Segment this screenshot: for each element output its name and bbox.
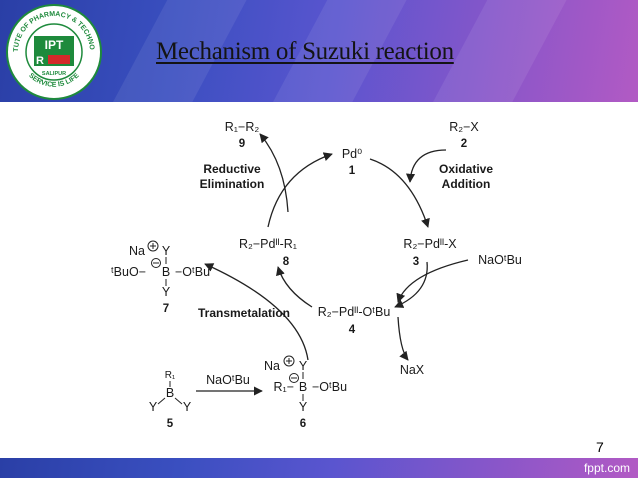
compound-5-number: 5 <box>167 418 174 430</box>
arrow-6-to-7 <box>204 263 309 361</box>
logo-mark: IPT <box>45 38 64 52</box>
compound-9-formula: R₁−R₂ <box>225 120 260 134</box>
step-oxidative-line2: Addition <box>442 177 491 191</box>
logo-place: SALIPUR <box>42 71 66 77</box>
compound-5-substituent: R₁ <box>165 370 176 381</box>
compound-1-formula: Pd⁰ <box>342 147 362 161</box>
compound-6-left: R₁− <box>273 380 294 394</box>
compound-5-ligand-left: Y <box>149 400 158 414</box>
compound-8-formula: R₂−Pdᴵᴵ-R₁ <box>239 237 297 251</box>
compound-9-number: 9 <box>239 138 245 150</box>
compound-7-atom: B <box>162 265 170 279</box>
minus-charge-icon <box>151 258 161 268</box>
compound-6-cation: Na <box>264 359 280 373</box>
footer-brand: fppt.com <box>583 461 630 475</box>
compound-6-atom: B <box>299 380 307 394</box>
byproduct-nax: NaX <box>400 363 425 377</box>
minus-charge-icon <box>289 373 299 383</box>
compound-2-formula: R₂−X <box>449 120 479 134</box>
arrow-1-to-3 <box>369 158 430 228</box>
step-reductive-line2: Elimination <box>200 177 265 191</box>
reagent-naotbu: NaOᵗBu <box>478 253 522 267</box>
footer-bar: fppt.com <box>0 458 638 478</box>
compound-7-right: −OᵗBu <box>175 265 210 279</box>
compound-8-number: 8 <box>283 256 290 268</box>
logo-flag-icon <box>48 55 70 64</box>
compound-7-left: ᵗBuO− <box>111 265 146 279</box>
compound-2-number: 2 <box>461 138 467 150</box>
arrow-3-to-4 <box>394 261 428 308</box>
arrow-8-to-1 <box>267 152 333 228</box>
header-banner: INSTITUTE OF PHARMACY & TECHNOLOGY SERVI… <box>0 0 638 102</box>
compound-4-formula: R₂−Pdᴵᴵ-OᵗBu <box>318 305 391 319</box>
arrow-4-to-8 <box>276 266 313 308</box>
compound-5-ligand-right: Y <box>183 400 192 414</box>
page-number: 7 <box>596 439 604 455</box>
compound-7-number: 7 <box>163 303 169 315</box>
compound-3-number: 3 <box>413 256 419 268</box>
plus-charge-icon <box>147 240 159 252</box>
compound-7-bottom: Y <box>162 285 171 299</box>
compound-6-right: −OᵗBu <box>312 380 347 394</box>
slide-title: Mechanism of Suzuki reaction <box>156 38 454 65</box>
plus-charge-icon <box>283 355 295 367</box>
compound-6-top: Y <box>299 359 308 373</box>
logo-letter: R <box>36 55 44 67</box>
compound-4-number: 4 <box>349 324 356 336</box>
compound-1-number: 1 <box>349 165 356 177</box>
compound-5-atom: B <box>166 386 174 400</box>
step-reductive-line1: Reductive <box>203 162 261 176</box>
compound-3-formula: R₂−Pdᴵᴵ-X <box>403 237 457 251</box>
arrow-9-out <box>259 133 289 213</box>
compound-6-bottom: Y <box>299 400 308 414</box>
compound-7-top: Y <box>162 244 171 258</box>
compound-6-number: 6 <box>300 418 306 430</box>
reagent-naotbu-bottom: NaOᵗBu <box>206 373 250 387</box>
arrow-2-in <box>405 149 447 183</box>
arrow-naotbu-in <box>396 259 469 303</box>
institute-logo: INSTITUTE OF PHARMACY & TECHNOLOGY SERVI… <box>4 2 102 100</box>
compound-7-cation: Na <box>129 244 145 258</box>
suzuki-mechanism-diagram: Pd⁰ 1 R₁−R₂ 9 R₂−X 2 Reductive Eliminati… <box>111 120 522 430</box>
step-transmetalation: Transmetalation <box>198 306 290 320</box>
arrow-nax-out <box>397 316 409 361</box>
step-oxidative-line1: Oxidative <box>439 162 493 176</box>
